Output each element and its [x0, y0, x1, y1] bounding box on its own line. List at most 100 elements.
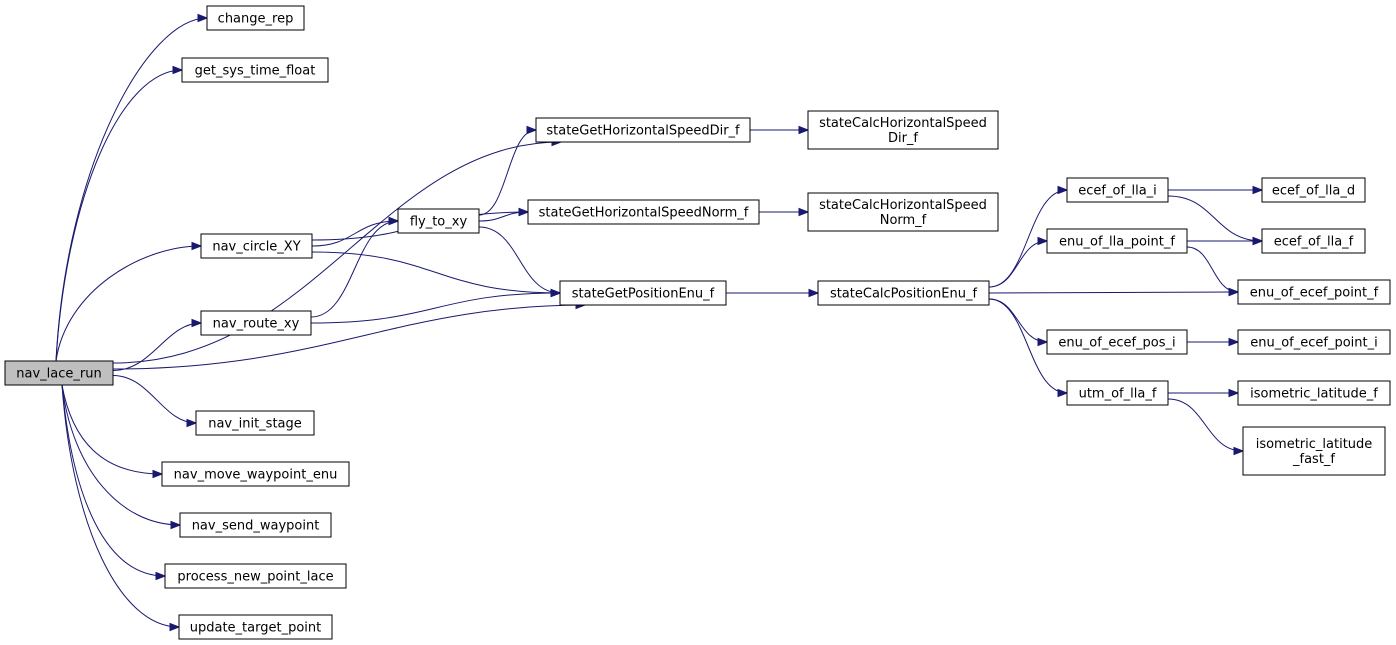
edge-ecef-of-lla-i-to-ecef-of-lla-f	[1167, 195, 1263, 242]
arrowhead	[1228, 388, 1240, 398]
node-label: nav_route_xy	[213, 317, 300, 332]
node-box	[1237, 329, 1391, 355]
node-enu-of-ecef-point-i[interactable]: enu_of_ecef_point_i	[1237, 329, 1391, 355]
node-process-new-point-lace[interactable]: process_new_point_lace	[164, 563, 347, 589]
edge-nav-lace-run-to-get-sys-time-float	[55, 69, 183, 362]
edge-utm-of-lla-f-to-isometric-latitude-fast-f	[1167, 398, 1244, 452]
edge-nav-lace-run-to-nav-send-waypoint	[61, 384, 181, 526]
node-ecef-of-lla-i[interactable]: ecef_of_lla_i	[1066, 177, 1169, 203]
node-nav-route-xy[interactable]: nav_route_xy	[200, 310, 312, 336]
node-box	[535, 117, 751, 143]
arrowhead	[1228, 287, 1240, 297]
node-statecalcpositionenu-f[interactable]: stateCalcPositionEnu_f	[817, 280, 990, 306]
node-label: enu_of_ecef_point_i	[1250, 336, 1378, 351]
node-label: stateCalcPositionEnu_f	[830, 287, 978, 302]
node-stategethorizontalspeeddir-f[interactable]: stateGetHorizontalSpeedDir_f	[535, 117, 751, 143]
node-label: nav_lace_run	[16, 367, 101, 382]
node-nav-init-stage[interactable]: nav_init_stage	[195, 410, 315, 436]
node-box	[206, 5, 305, 31]
node-get-sys-time-float[interactable]: get_sys_time_float	[181, 57, 329, 83]
node-enu-of-ecef-point-f[interactable]: enu_of_ecef_point_f	[1237, 279, 1391, 305]
edge-nav-lace-run-to-stategetpositionenu-f	[112, 304, 586, 370]
node-label: enu_of_ecef_point_f	[1250, 286, 1379, 301]
node-label: process_new_point_lace	[177, 570, 333, 585]
node-box	[807, 110, 999, 150]
node-box	[164, 563, 347, 589]
node-box	[1261, 177, 1366, 203]
node-enu-of-lla-point-f[interactable]: enu_of_lla_point_f	[1046, 228, 1188, 254]
arrowhead	[798, 125, 810, 135]
node-stategetpositionenu-f[interactable]: stateGetPositionEnu_f	[559, 280, 727, 306]
node-ecef-of-lla-d[interactable]: ecef_of_lla_d	[1261, 177, 1366, 203]
arrowhead	[526, 125, 538, 135]
node-nav-move-waypoint-enu[interactable]: nav_move_waypoint_enu	[161, 461, 350, 487]
node-box	[161, 461, 350, 487]
node-box	[807, 192, 999, 232]
edge-nav-lace-run-to-process-new-point-lace	[61, 384, 166, 577]
arrowhead	[518, 207, 530, 217]
node-fly-to-xy[interactable]: fly_to_xy	[397, 208, 480, 234]
edge-nav-lace-run-to-nav-init-stage	[112, 375, 197, 424]
node-box	[200, 310, 312, 336]
node-label: ecef_of_lla_f	[1274, 235, 1354, 250]
node-isometric-latitude-fast-f[interactable]: isometric_latitude_fast_f	[1242, 426, 1386, 476]
node-box	[817, 280, 990, 306]
node-label: change_rep	[218, 12, 294, 27]
node-box	[397, 208, 480, 234]
node-update-target-point[interactable]: update_target_point	[178, 614, 333, 640]
edge-statecalcpositionenu-f-to-enu-of-ecef-pos-i	[988, 298, 1048, 343]
arrowhead	[1037, 337, 1049, 347]
edge-nav-lace-run-to-nav-circle-xy	[55, 245, 202, 362]
node-label: stateGetPositionEnu_f	[572, 287, 715, 302]
node-label: nav_init_stage	[208, 417, 302, 432]
edge-nav-circle-xy-to-fly-to-xy	[311, 220, 399, 247]
node-box	[1046, 329, 1188, 355]
node-change-rep[interactable]: change_rep	[206, 5, 305, 31]
node-label: nav_move_waypoint_enu	[174, 468, 338, 483]
node-enu-of-ecef-pos-i[interactable]: enu_of_ecef_pos_i	[1046, 329, 1188, 355]
arrowhead	[1037, 236, 1049, 246]
edge-fly-to-xy-to-stategethorizontalspeeddir-f	[478, 129, 537, 216]
node-box	[1046, 228, 1188, 254]
node-label: stateCalcHorizontalSpeed	[819, 198, 987, 213]
node-label: utm_of_lla_f	[1079, 387, 1157, 402]
node-label: _fast_f	[1292, 452, 1335, 467]
node-label: enu_of_ecef_pos_i	[1058, 336, 1175, 351]
node-box	[1237, 279, 1391, 305]
arrowhead	[1057, 388, 1069, 398]
nodes-layer: nav_lace_run change_rep get_sys_time_float…	[4, 5, 1391, 640]
edge-nav-route-xy-to-stategetpositionenu-f	[310, 292, 561, 324]
arrowhead	[550, 288, 562, 298]
arrowhead	[1228, 337, 1240, 347]
node-box	[527, 199, 760, 225]
node-box	[1237, 380, 1391, 406]
node-box	[181, 57, 329, 83]
edges-layer	[55, 13, 1264, 632]
node-label: ecef_of_lla_d	[1272, 184, 1355, 199]
edge-nav-circle-xy-to-stategetpositionenu-f	[311, 251, 561, 294]
arrowhead	[1252, 185, 1264, 195]
node-label: get_sys_time_float	[195, 64, 316, 79]
edge-nav-lace-run-to-stategethorizontalspeeddir-f	[112, 141, 562, 364]
node-ecef-of-lla-f[interactable]: ecef_of_lla_f	[1261, 228, 1366, 254]
arrowhead	[170, 520, 182, 530]
node-box	[1242, 426, 1386, 476]
node-label: stateCalcHorizontalSpeed	[819, 116, 987, 131]
node-label: Norm_f	[880, 213, 927, 228]
node-nav-send-waypoint[interactable]: nav_send_waypoint	[179, 512, 332, 538]
node-utm-of-lla-f[interactable]: utm_of_lla_f	[1066, 380, 1169, 406]
arrowhead	[197, 13, 209, 23]
arrowhead	[798, 207, 810, 217]
edge-nav-lace-run-to-update-target-point	[61, 384, 180, 628]
edge-statecalcpositionenu-f-to-ecef-of-lla-i	[988, 189, 1068, 288]
arrowhead	[169, 622, 181, 632]
node-nav-lace-run[interactable]: nav_lace_run	[4, 360, 114, 386]
node-isometric-latitude-f[interactable]: isometric_latitude_f	[1237, 380, 1391, 406]
node-stategethorizontalspeednorm-f[interactable]: stateGetHorizontalSpeedNorm_f	[527, 199, 760, 225]
node-label: enu_of_lla_point_f	[1059, 235, 1175, 250]
node-nav-circle-xy[interactable]: nav_circle_XY	[200, 233, 313, 259]
node-box	[1066, 177, 1169, 203]
